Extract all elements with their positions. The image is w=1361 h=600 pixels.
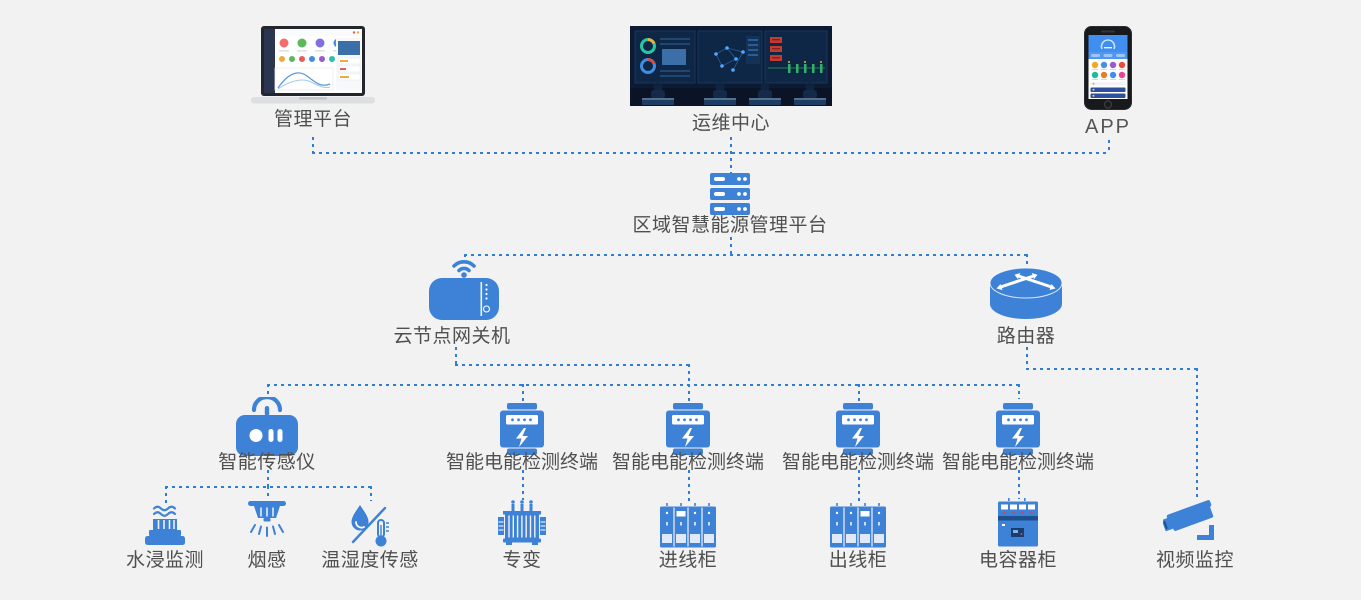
connector-line bbox=[1026, 368, 1197, 370]
connector-line bbox=[464, 254, 466, 261]
connector-line bbox=[688, 470, 690, 504]
connector-line bbox=[522, 384, 524, 404]
connector-line bbox=[730, 137, 732, 174]
management-platform-label: 管理平台 bbox=[273, 109, 352, 130]
sensor-label: 智能传感仪 bbox=[218, 452, 316, 473]
power-meter-icon bbox=[996, 403, 1040, 455]
terminal-label: 智能电能检测终端 bbox=[445, 452, 598, 473]
connector-line bbox=[1018, 384, 1020, 399]
terminal-label: 智能电能检测终端 bbox=[781, 452, 934, 473]
operations-center-label: 运维中心 bbox=[691, 113, 770, 134]
monitor-wall-image bbox=[630, 26, 832, 106]
connector-line bbox=[688, 364, 690, 385]
connector-line bbox=[267, 470, 269, 487]
connector-line bbox=[165, 486, 167, 504]
transformer-label: 专变 bbox=[502, 550, 542, 571]
temphum-label: 温湿度传感 bbox=[321, 550, 419, 571]
connector-line bbox=[1026, 347, 1028, 369]
laptop-image bbox=[251, 26, 375, 104]
connector-line bbox=[1026, 254, 1028, 267]
connector-line bbox=[455, 364, 689, 366]
connector-line bbox=[1196, 368, 1198, 498]
gateway-label: 云节点网关机 bbox=[393, 326, 511, 347]
connector-line bbox=[464, 254, 1027, 256]
terminal-label: 智能电能检测终端 bbox=[941, 452, 1094, 473]
connector-line bbox=[1018, 470, 1020, 499]
server-icon bbox=[710, 173, 750, 215]
incoming-label: 进线柜 bbox=[658, 550, 718, 571]
cctv-camera-icon bbox=[1163, 500, 1214, 540]
connector-line bbox=[267, 384, 1019, 386]
app-label: APP bbox=[1084, 116, 1132, 138]
connector-line bbox=[455, 347, 457, 365]
incoming-cabinet-icon bbox=[660, 503, 716, 548]
power-meter-icon bbox=[500, 403, 544, 455]
outgoing-label: 出线柜 bbox=[828, 550, 888, 571]
router-label: 路由器 bbox=[996, 326, 1056, 347]
connector-line bbox=[858, 384, 860, 404]
water-sensor-icon bbox=[145, 505, 185, 545]
water-label: 水浸监测 bbox=[125, 550, 204, 571]
video-label: 视频监控 bbox=[1155, 550, 1234, 571]
capacitor-label: 电容器柜 bbox=[978, 550, 1057, 571]
gateway-icon bbox=[429, 260, 499, 320]
outgoing-cabinet-icon bbox=[830, 503, 886, 548]
platform-label: 区域智慧能源管理平台 bbox=[632, 215, 828, 236]
connector-line bbox=[1108, 140, 1110, 153]
connector-line bbox=[730, 237, 732, 255]
capacitor-cabinet-icon bbox=[998, 498, 1038, 547]
terminal-label: 智能电能检测终端 bbox=[611, 452, 764, 473]
smoke-detector-icon bbox=[248, 501, 286, 537]
connector-line bbox=[688, 384, 690, 404]
connector-line bbox=[312, 152, 1109, 154]
smartphone-image bbox=[1084, 26, 1132, 110]
power-meter-icon bbox=[666, 403, 710, 455]
transformer-icon bbox=[498, 500, 546, 545]
connector-line bbox=[370, 486, 372, 501]
router-icon bbox=[989, 267, 1063, 319]
connector-line bbox=[267, 384, 269, 398]
connector-line bbox=[312, 137, 314, 153]
connector-line bbox=[858, 470, 860, 504]
power-meter-icon bbox=[836, 403, 880, 455]
temp-humidity-icon bbox=[351, 505, 389, 547]
connector-line bbox=[267, 486, 269, 500]
connector-line bbox=[522, 470, 524, 500]
smoke-label: 烟感 bbox=[247, 550, 287, 571]
sensor-device-icon bbox=[236, 397, 298, 456]
